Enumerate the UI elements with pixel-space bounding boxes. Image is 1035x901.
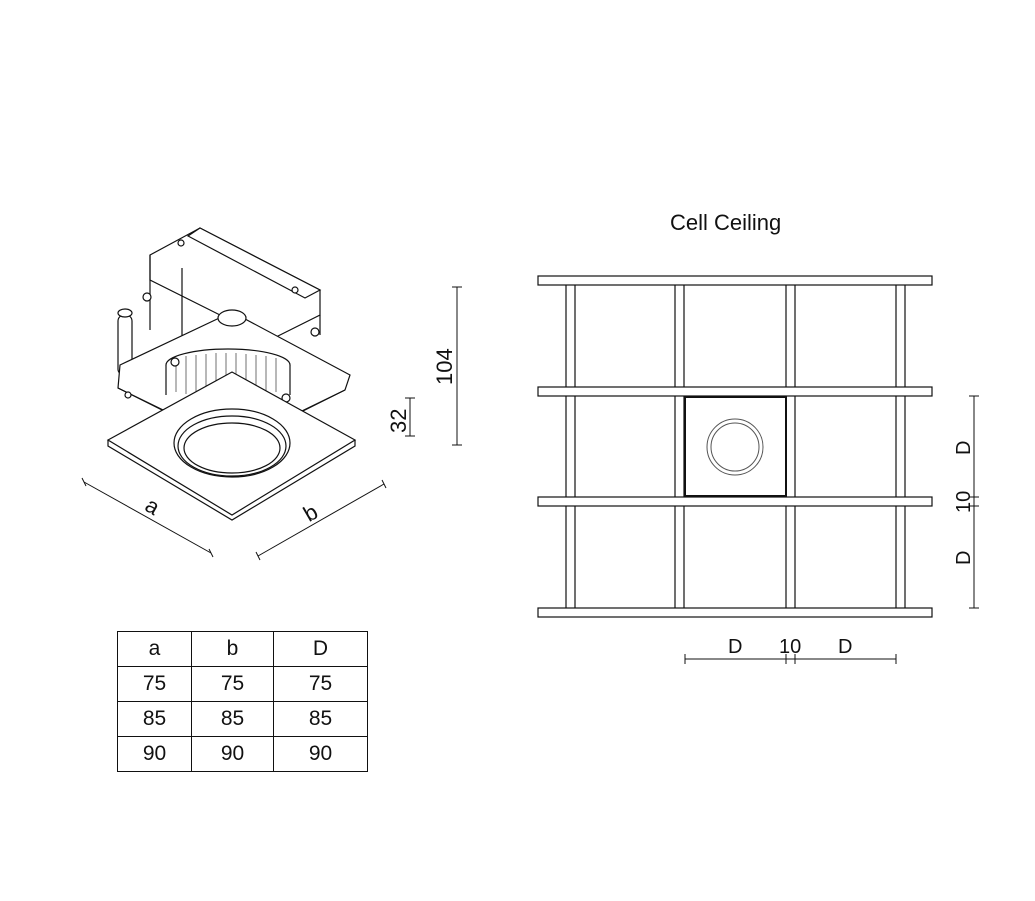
table-header-row: a b D — [117, 631, 368, 667]
table-cell: 90 — [191, 736, 274, 772]
dimension-d-left-bottom-label: D — [728, 636, 742, 658]
table-header-d: D — [273, 631, 368, 667]
cell-ceiling-fixture — [684, 396, 787, 497]
table-cell: 75 — [117, 666, 192, 702]
table-cell: 90 — [273, 736, 368, 772]
table-row: 85 85 85 — [117, 701, 368, 737]
dimension-height-total-label: 104 — [432, 348, 457, 385]
dimension-gap-bottom-label: 10 — [779, 636, 801, 658]
dimension-gap-right-label: 10 — [953, 491, 975, 513]
table-header-b: b — [191, 631, 274, 667]
dimension-b — [255, 479, 387, 561]
dimension-height-total — [452, 286, 462, 446]
table-cell: 75 — [191, 666, 274, 702]
table-cell: 85 — [191, 701, 274, 737]
dimension-d-bottom-label: D — [953, 551, 975, 565]
fixture-isometric-drawing — [106, 227, 357, 521]
dimension-d-top-label: D — [953, 441, 975, 455]
table-cell: 85 — [273, 701, 368, 737]
dimension-height-trim-label: 32 — [386, 409, 411, 433]
table-row: 75 75 75 — [117, 666, 368, 702]
dimensions-table: a b D 75 75 75 85 85 85 90 90 90 — [117, 631, 368, 772]
table-row: 90 90 90 — [117, 736, 368, 772]
cell-ceiling-title: Cell Ceiling — [670, 210, 781, 235]
cell-ceiling-grid — [537, 275, 933, 618]
dimension-a — [81, 477, 214, 558]
table-cell: 85 — [117, 701, 192, 737]
dimension-d-right-bottom-label: D — [838, 636, 852, 658]
table-header-a: a — [117, 631, 192, 667]
dimension-horizontal-bottom — [684, 654, 897, 664]
table-cell: 90 — [117, 736, 192, 772]
dimension-b-label: b — [299, 499, 322, 527]
table-cell: 75 — [273, 666, 368, 702]
dimension-vertical-right — [969, 395, 979, 609]
dimension-height-trim — [405, 397, 415, 437]
